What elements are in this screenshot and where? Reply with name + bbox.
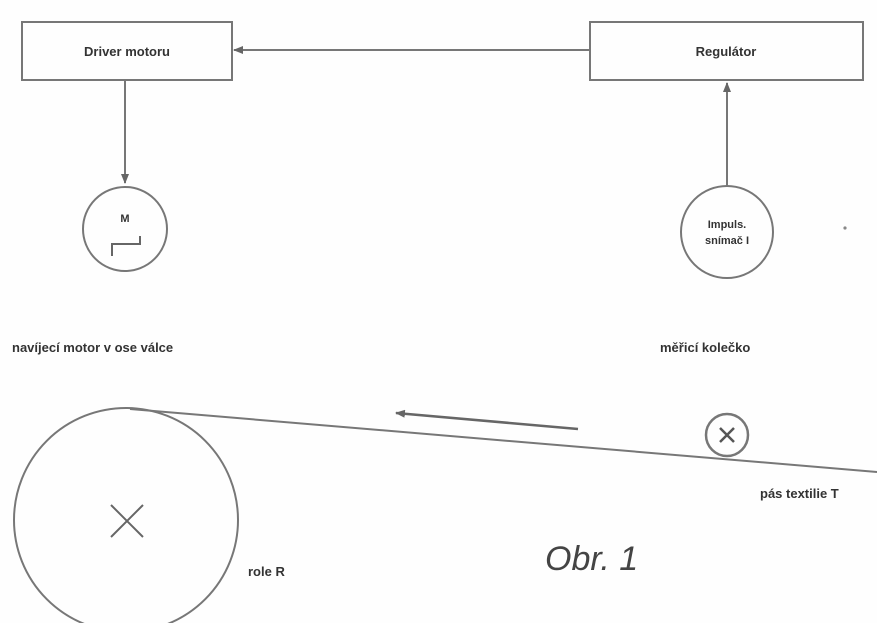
impulse-sensor: Impuls. snímač I [680, 185, 774, 279]
belt-direction-arrow [395, 409, 579, 431]
motor-symbol-label: M [120, 213, 129, 225]
stray-dot [843, 226, 847, 230]
measuring-wheel [704, 412, 750, 458]
motor-symbol: M [82, 186, 168, 272]
roll-cross-icon [110, 504, 144, 538]
regulator-label: Regulátor [696, 44, 757, 59]
roll-label: role R [248, 564, 285, 579]
regulator-block: Regulátor [589, 21, 864, 81]
sensor-label-line1: Impuls. [708, 219, 747, 231]
driver-motoru-label: Driver motoru [84, 44, 170, 59]
roll-r [13, 407, 239, 623]
sensor-label-line2: snímač I [705, 235, 749, 247]
textile-belt-line [129, 408, 877, 473]
sensor-caption: měřicí kolečko [660, 340, 750, 355]
belt-label: pás textilie T [760, 486, 839, 501]
motor-step-icon [111, 236, 141, 256]
motor-caption: navíjecí motor v ose válce [12, 340, 173, 355]
driver-motoru-block: Driver motoru [21, 21, 233, 81]
figure-label: Obr. 1 [545, 540, 638, 578]
wheel-cross-icon [719, 427, 735, 443]
